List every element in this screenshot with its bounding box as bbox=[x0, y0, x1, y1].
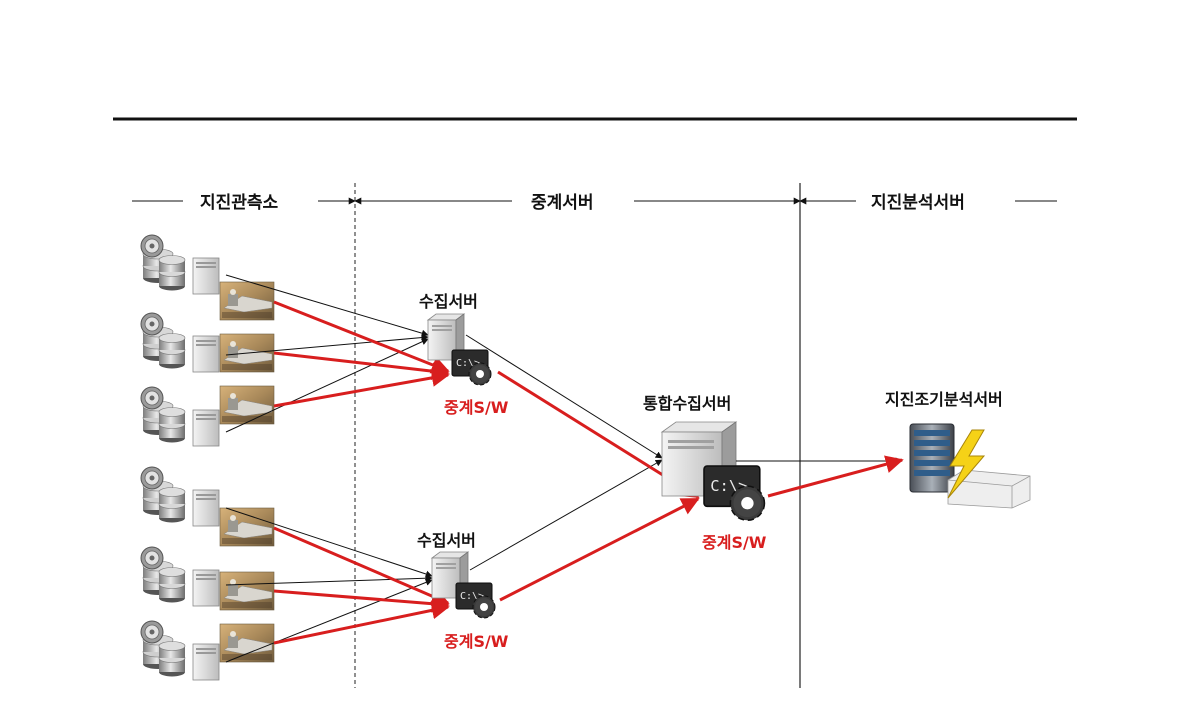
control-arrows-relay bbox=[465, 334, 663, 571]
collect-server-bottom-label: 수집서버 bbox=[417, 531, 476, 550]
integrated-collect-server bbox=[660, 421, 766, 522]
early-analysis-server bbox=[909, 423, 1031, 509]
observatory-station-3 bbox=[140, 385, 275, 447]
observatory-station-4 bbox=[140, 466, 275, 547]
data-arrow-analysis bbox=[767, 455, 904, 498]
relay-sw-bottom-label: 중계S/W bbox=[444, 632, 509, 651]
data-arrows-observatory bbox=[273, 300, 450, 645]
early-analysis-server-label: 지진조기분석서버 bbox=[885, 390, 1003, 409]
collect-server-top bbox=[427, 313, 492, 386]
lightning-icon bbox=[947, 429, 986, 499]
section-label-observatory: 지진관측소 bbox=[196, 188, 283, 213]
relay-sw-top-label: 중계S/W bbox=[444, 398, 509, 417]
integrated-server-label: 통합수집서버 bbox=[643, 394, 732, 413]
observatory-station-2 bbox=[140, 312, 275, 373]
observatory-station-1 bbox=[140, 234, 275, 321]
section-label-relay: 중계서버 bbox=[527, 188, 598, 213]
observatory-station-5 bbox=[140, 546, 275, 611]
control-arrows-observatory bbox=[225, 274, 433, 663]
section-label-analysis: 지진분석서버 bbox=[867, 188, 969, 213]
collect-server-top-label: 수집서버 bbox=[419, 292, 478, 311]
relay-sw-integrated-label: 중계S/W bbox=[702, 533, 767, 552]
